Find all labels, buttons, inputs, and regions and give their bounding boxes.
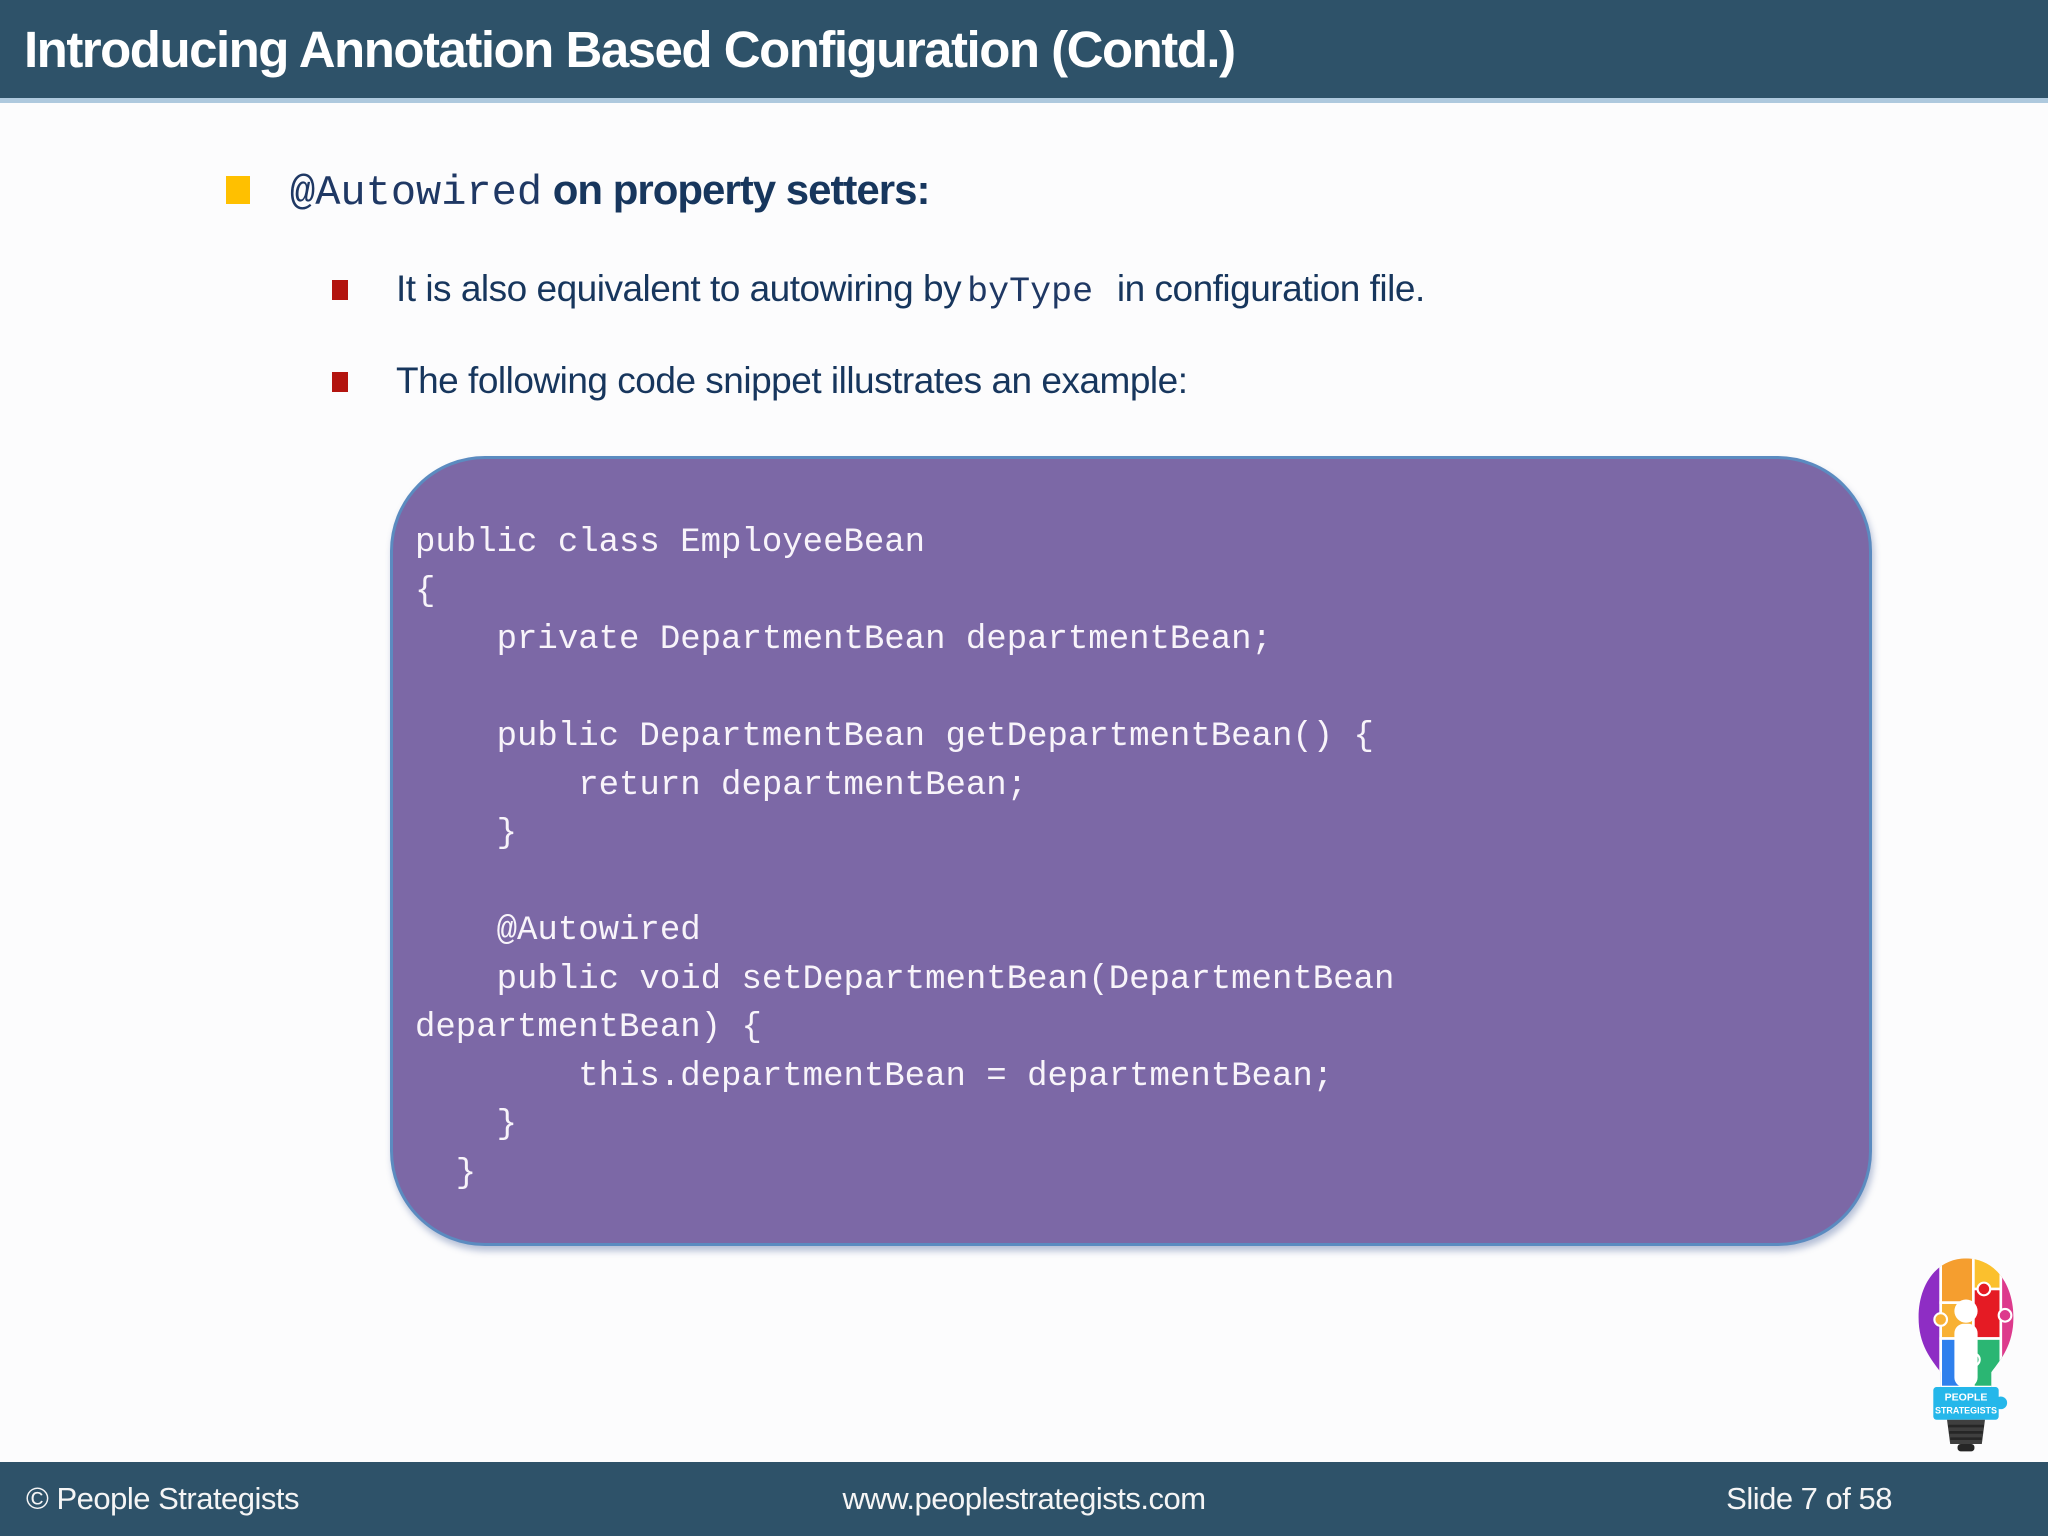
code-snippet: public class EmployeeBean { private Depa… (415, 524, 1395, 1193)
logo-text-line1: PEOPLE (1945, 1392, 1988, 1404)
footer-bar: © People Strategists www.peoplestrategis… (0, 1462, 2048, 1536)
sub-bullet-item-snippet: The following code snippet illustrates a… (332, 360, 1188, 402)
logo-text-line2: STRATEGISTS (1935, 1405, 1997, 1415)
footer-slide-number: Slide 7 of 58 (1726, 1481, 1892, 1516)
page-title: Introducing Annotation Based Configurati… (24, 20, 1236, 78)
code-snippet-panel: public class EmployeeBean { private Depa… (390, 456, 1872, 1246)
sub-bullet-square-icon (332, 280, 348, 300)
sub-bullet-pre: It is also equivalent to autowiring by (396, 268, 962, 309)
inline-code-autowired: @Autowired (290, 169, 543, 217)
sub-bullet-post: in configuration file. (1107, 268, 1425, 309)
bullet-item-autowired: @Autowired on property setters: (226, 166, 931, 217)
inline-code-bytype: byType (967, 272, 1094, 312)
bullet-text-sans: on property setters: (542, 166, 931, 213)
bullet-square-icon (226, 176, 250, 204)
footer-copyright: © People Strategists (26, 1481, 300, 1516)
footer-website-link: www.peoplestrategists.com (842, 1481, 1206, 1516)
sub-bullet-text: The following code snippet illustrates a… (396, 360, 1188, 401)
bullet-text: @Autowired on property setters: (290, 166, 931, 217)
people-strategists-logo: PEOPLE STRATEGISTS (1908, 1252, 2024, 1463)
sub-bullet-square-icon (332, 372, 348, 392)
lightbulb-puzzle-icon: PEOPLE STRATEGISTS (1918, 1258, 2014, 1452)
slide-title-bar: Introducing Annotation Based Configurati… (0, 0, 2048, 103)
